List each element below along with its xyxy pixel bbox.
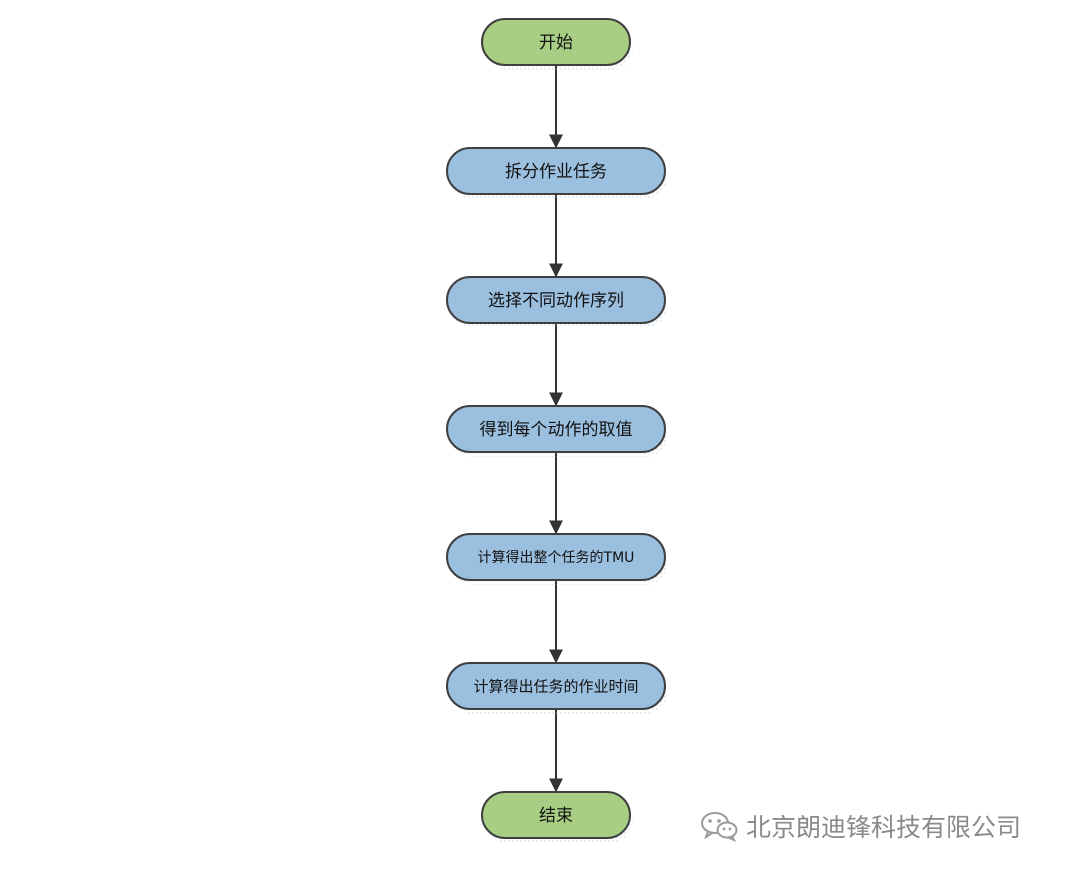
- node-label: 计算得出整个任务的TMU: [478, 549, 635, 566]
- process-node: 计算得出整个任务的TMU: [446, 533, 668, 585]
- node-label: 选择不同动作序列: [488, 291, 624, 311]
- wechat-icon: [701, 812, 738, 842]
- node-shape: [481, 791, 631, 839]
- node-shape: [446, 147, 666, 195]
- node-label: 开始: [539, 33, 573, 53]
- node-shape: [446, 405, 666, 453]
- node-shape: [446, 276, 666, 324]
- end-node: 结束: [481, 791, 633, 843]
- node-shape: [446, 662, 666, 710]
- watermark: 北京朗迪锋科技有限公司: [700, 808, 1021, 844]
- node-shape: [481, 18, 631, 66]
- node-label: 结束: [539, 806, 573, 826]
- process-node: 拆分作业任务: [446, 147, 668, 199]
- watermark-text: 北京朗迪锋科技有限公司: [746, 813, 1022, 842]
- process-node: 计算得出任务的作业时间: [446, 662, 668, 714]
- node-label: 计算得出任务的作业时间: [473, 678, 638, 696]
- node-label: 得到每个动作的取值: [480, 420, 633, 440]
- node-shape: [446, 533, 666, 581]
- node-label: 拆分作业任务: [505, 162, 607, 182]
- process-node: 得到每个动作的取值: [446, 405, 668, 457]
- start-node: 开始: [481, 18, 633, 70]
- process-node: 选择不同动作序列: [446, 276, 668, 328]
